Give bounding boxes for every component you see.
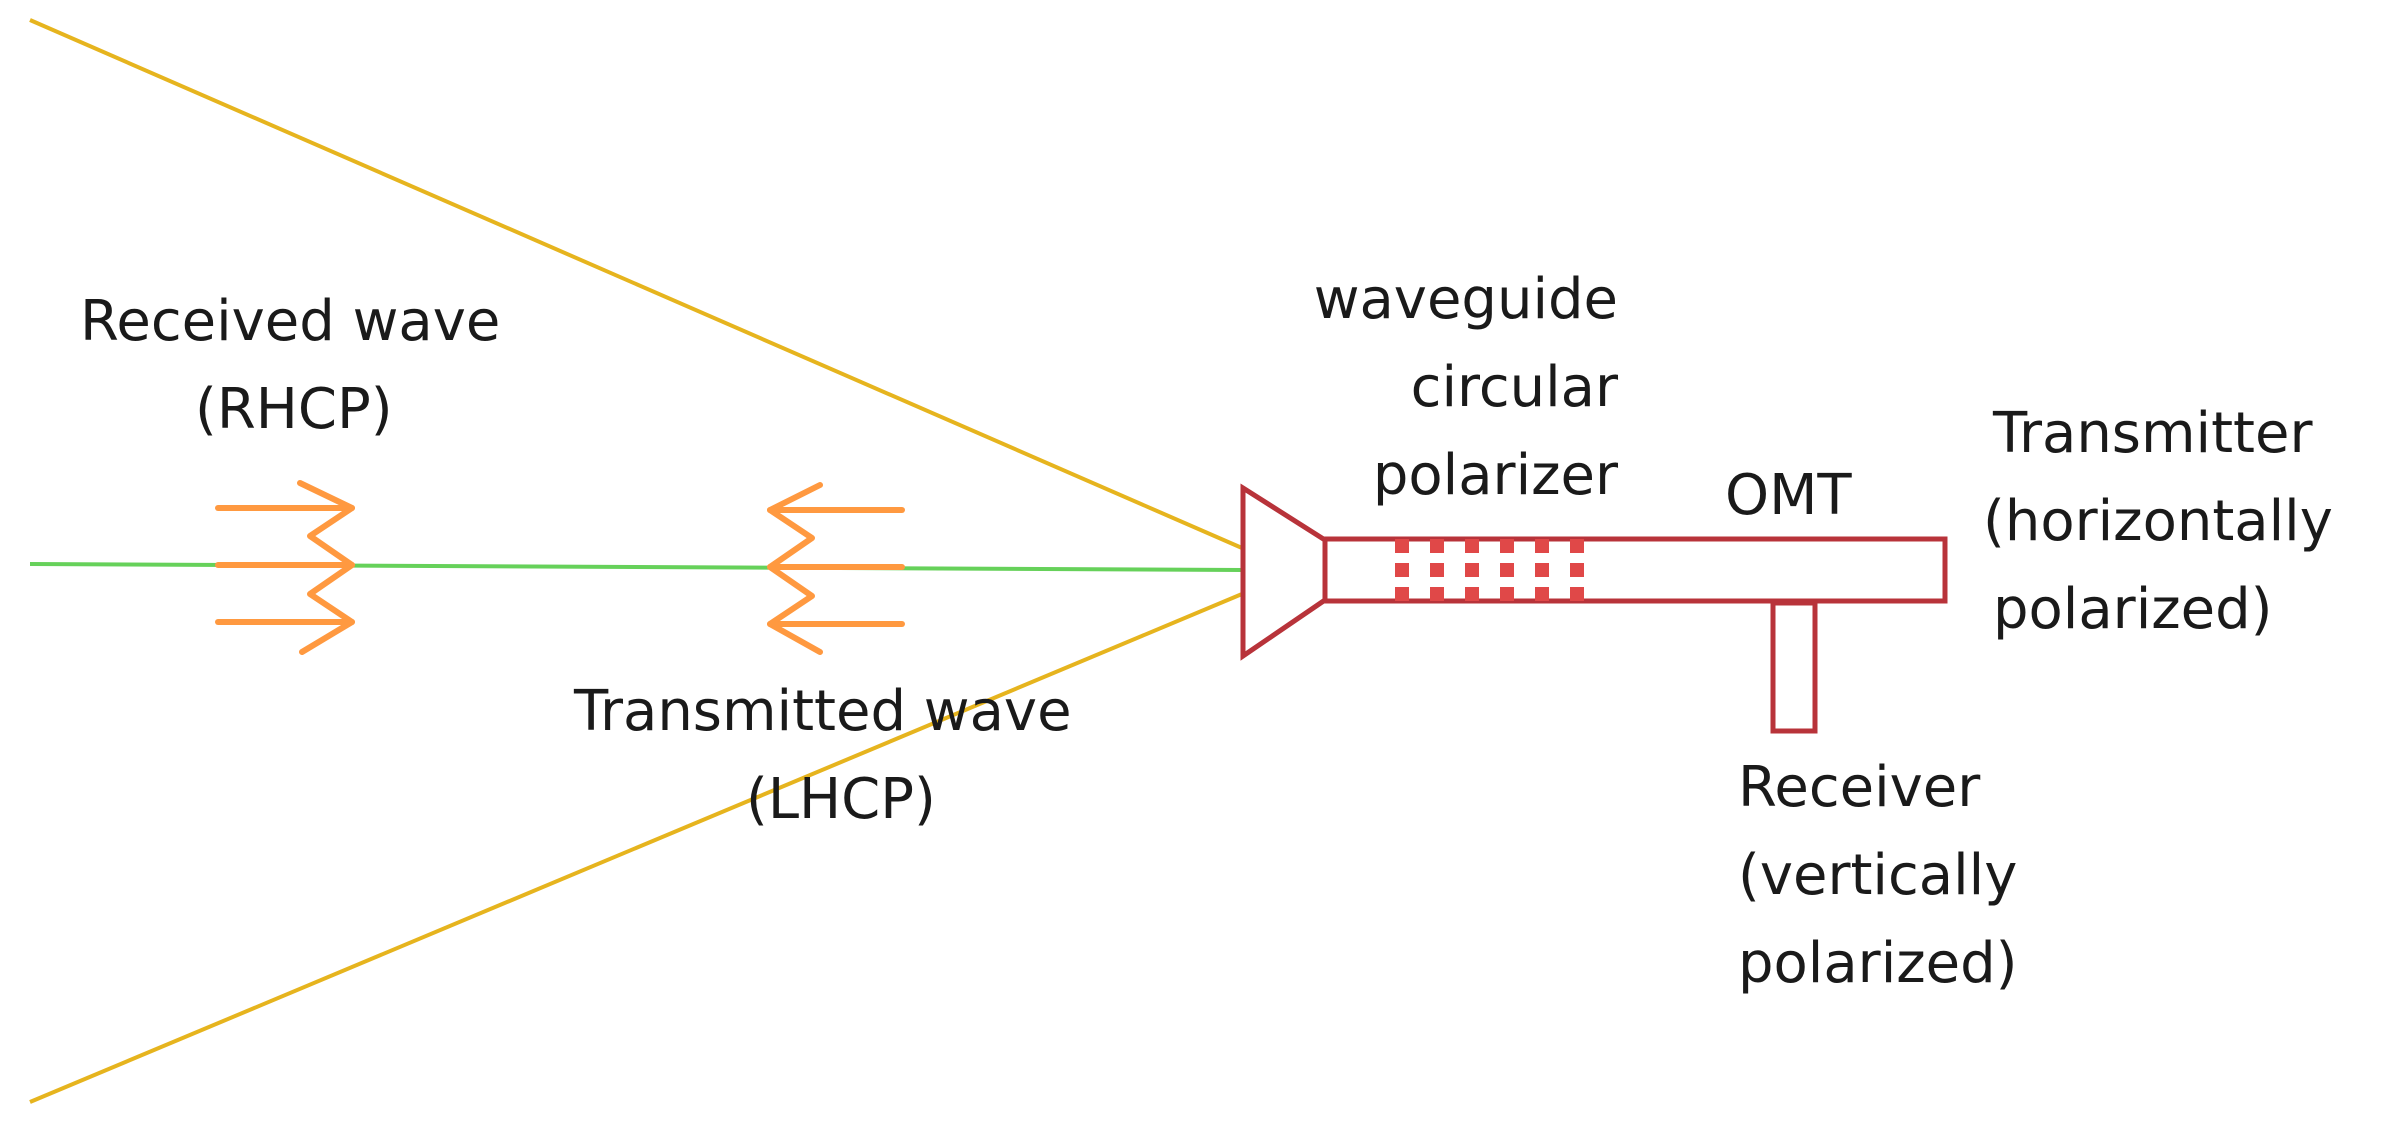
waveguide-body <box>1322 536 1948 604</box>
polarizer-dashes <box>1395 539 1584 601</box>
polarizer-label-line1: waveguide <box>1314 267 1618 332</box>
propagation-axis <box>29 562 1243 572</box>
transmitted-wave-arrows-icon <box>767 482 905 655</box>
receiver-label-line1: Receiver <box>1738 755 1981 820</box>
receiver-label: Receiver (vertically polarized) <box>1738 755 2018 996</box>
beam-lower-edge <box>29 592 1243 1104</box>
transmitter-label: Transmitter (horizontally polarized) <box>1983 401 2333 642</box>
beam-upper-edge <box>29 18 1243 550</box>
received-wave-label: Received wave (RHCP) <box>80 289 500 442</box>
transmitted-wave-label-line1: Transmitted wave <box>573 679 1072 744</box>
receiver-label-line2: (vertically <box>1738 843 2017 908</box>
receiver-label-line3: polarized) <box>1738 931 2018 996</box>
omt-label: OMT <box>1725 463 1852 528</box>
transmitted-wave-label-line2: (LHCP) <box>746 767 936 832</box>
transmitter-label-line2: (horizontally <box>1983 489 2333 554</box>
receiver-port <box>1770 600 1818 734</box>
received-wave-arrows-icon <box>215 480 355 655</box>
polarizer-label-line2: circular <box>1411 355 1619 420</box>
received-wave-label-line2: (RHCP) <box>195 377 393 442</box>
polarizer-label-line3: polarizer <box>1373 443 1619 508</box>
feed-horn <box>1240 483 1328 661</box>
polarizer-label: waveguide circular polarizer <box>1314 267 1619 508</box>
received-wave-label-line1: Received wave <box>80 289 500 354</box>
transmitter-label-line3: polarized) <box>1993 577 2273 642</box>
transmitter-label-line1: Transmitter <box>1992 401 2313 466</box>
transmitted-wave-label: Transmitted wave (LHCP) <box>573 679 1072 832</box>
